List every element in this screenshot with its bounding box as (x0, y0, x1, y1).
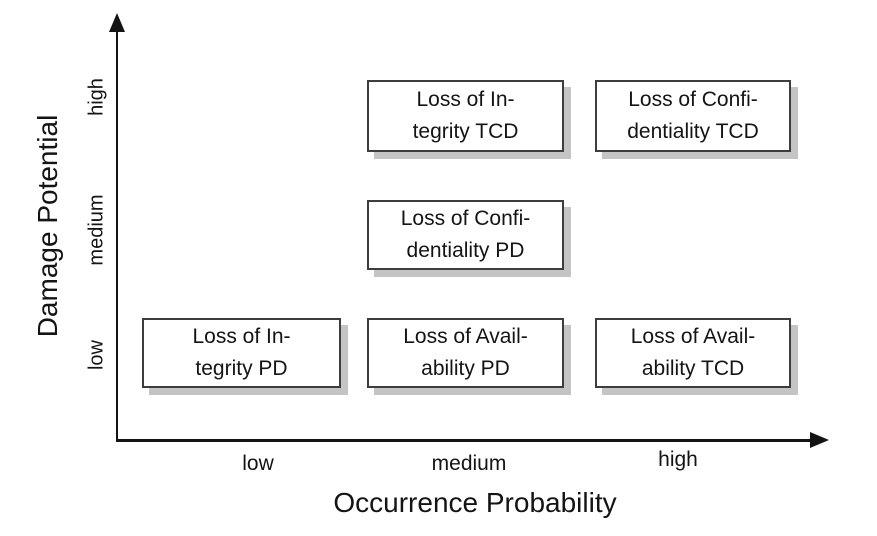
node-label-line: ability PD (421, 357, 510, 380)
node-loss-of-availability-pd: Loss of Avail- ability PD (367, 318, 564, 388)
x-tick-high: high (658, 448, 698, 471)
node-label-line: tegrity PD (195, 357, 288, 380)
y-tick-high: high (85, 78, 108, 116)
x-tick-medium: medium (431, 452, 507, 475)
node-label-line: dentiality PD (406, 239, 525, 262)
node-label-line: Loss of In- (416, 88, 515, 111)
node-label-line: Loss of Avail- (630, 325, 756, 348)
node-loss-of-integrity-pd: Loss of In- tegrity PD (142, 318, 341, 388)
node-label-line: ability TCD (641, 357, 745, 380)
node-label-line: Loss of Avail- (403, 325, 528, 348)
y-tick-low: low (85, 339, 108, 371)
y-axis-title: Damage Potential (32, 114, 63, 338)
node-loss-of-integrity-tcd: Loss of In- tegrity TCD (367, 80, 564, 152)
node-label-line: Loss of Confi- (628, 88, 758, 111)
node-loss-of-confidentiality-tcd: Loss of Confi- dentiality TCD (595, 80, 791, 152)
node-label-line: tegrity TCD (412, 120, 519, 143)
node-label-line: Loss of Confi- (400, 207, 531, 230)
node-label-line: Loss of In- (192, 325, 291, 348)
y-axis-line (116, 22, 118, 441)
x-axis-title: Occurrence Probability (333, 487, 617, 518)
x-axis-arrow-icon (810, 432, 829, 448)
y-tick-medium: medium (85, 194, 108, 266)
node-label-line: dentiality TCD (627, 120, 759, 143)
node-loss-of-availability-tcd: Loss of Avail- ability TCD (595, 318, 791, 388)
x-axis-line (116, 439, 812, 442)
x-tick-low: low (242, 452, 274, 475)
y-axis-arrow-icon (109, 13, 125, 32)
node-loss-of-confidentiality-pd: Loss of Confi- dentiality PD (367, 200, 564, 270)
